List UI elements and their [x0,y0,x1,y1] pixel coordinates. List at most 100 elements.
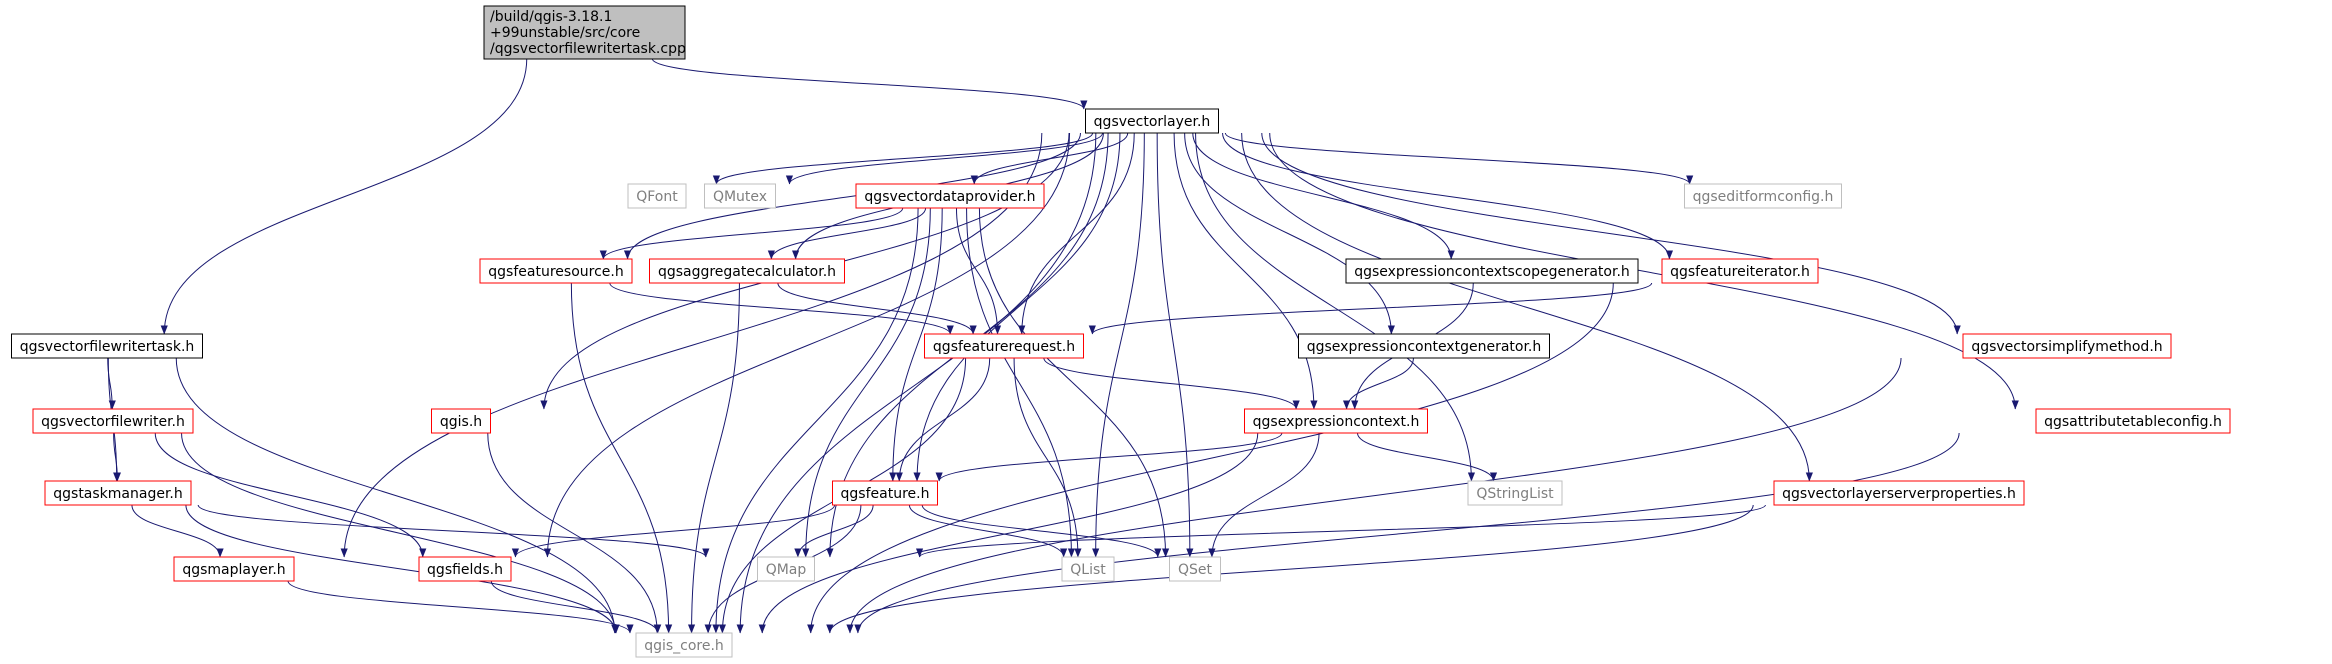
node-qgis-h[interactable]: qgis.h [431,408,491,434]
root-file-path-line-3: /qgsvectorfilewritertask.cpp [490,41,686,57]
node-label: qgsfeaturesource.h [488,264,623,280]
node-box [2035,408,2231,434]
edge-vectordataprovider-h-to-qmap [802,207,931,558]
node-featureiterator-h[interactable]: qgsfeatureiterator.h [1661,258,1819,284]
edge-attributetableconfig-h-to-qgis-core-h [854,432,1960,634]
root-file-path-line-1: /build/qgis-3.18.1 [490,9,612,25]
edge-feature-h-to-qmap [794,504,874,558]
node-label: qgsattributetableconfig.h [2044,414,2222,430]
node-qmutex[interactable]: QMutex [704,183,776,209]
node-label: QStringList [1476,486,1554,502]
node-label: qgis.h [440,414,482,430]
edge-vectorfilewriter-h-to-qgis-core-h [181,432,620,634]
node-label: QMap [766,562,807,578]
node-exprctxscopegen-h[interactable]: qgsexpressioncontextscopegenerator.h [1345,258,1639,284]
node-vectorfilewritertask-h[interactable]: qgsvectorfilewritertask.h [11,333,203,359]
node-label: qgsexpressioncontextscopegenerator.h [1354,264,1630,280]
edge-feature-h-to-qlist [908,504,1068,558]
node-label: qgsvectorlayerserverproperties.h [1782,486,2016,502]
edge-exprctxgen-h-to-expressioncontext-h [1342,357,1414,410]
edge-vectorfilewritertask-h-to-vectorfilewriter-h [107,357,116,410]
edge-aggregatecalculator-h-to-qgis-core-h [687,282,740,634]
edge-expressioncontext-h-to-feature-h [935,432,1283,482]
node-box [1661,258,1819,284]
edge-expressioncontext-h-to-qstringlist [1356,432,1498,482]
node-exprctxgen-h[interactable]: qgsexpressioncontextgenerator.h [1298,333,1550,359]
node-box [44,480,192,506]
node-label: qgstaskmanager.h [53,486,183,502]
node-label: QMutex [713,189,767,205]
edge-vectorlayer-h-to-expressioncontext-h [1173,132,1318,410]
edge-featuresource-h-to-qgis-core-h [570,282,673,634]
node-featuresource-h[interactable]: qgsfeaturesource.h [479,258,633,284]
node-qfont[interactable]: QFont [627,183,687,209]
node-editformconfig-h[interactable]: qgseditformconfig.h [1684,183,1842,209]
edge-feature-h-to-qset [921,504,1162,558]
edge-vectorlayer-h-to-qgis-core-h [736,132,1097,634]
node-qstringlist[interactable]: QStringList [1467,480,1563,506]
node-label: qgsvectorfilewriter.h [41,414,185,430]
edge-vectorfilewriter-h-to-fields-h [154,432,427,558]
node-aggregatecalculator-h[interactable]: qgsaggregatecalculator.h [649,258,845,284]
edge-vectorlayer-h-to-fields-h [543,132,1071,558]
edge-vectordataprovider-h-to-qset [978,207,1170,558]
edge-featurerequest-h-to-expressioncontext-h [1043,357,1300,410]
node-label: qgsfields.h [427,562,503,578]
edge-taskmanager-h-to-qmap [197,504,710,558]
node-label: qgsvectorlayer.h [1094,114,1211,130]
edge-featurerequest-h-to-feature-h [895,357,991,482]
node-box [479,258,633,284]
node-box [855,183,1045,209]
node-label: qgsfeaturerequest.h [933,339,1075,355]
node-box [1345,258,1639,284]
node-label: qgsvectorsimplifymethod.h [1971,339,2162,355]
node-label: qgseditformconfig.h [1693,189,1834,205]
node-box [627,183,687,209]
edge-vectorlayer-h-to-exprctxscopegen-h [1192,132,1455,260]
edge-fields-h-to-qgis-core-h [490,580,662,634]
node-box [418,556,512,582]
node-vectorfilewriter-h[interactable]: qgsvectorfilewriter.h [32,408,194,434]
node-feature-h[interactable]: qgsfeature.h [832,480,938,506]
node-box [1684,183,1842,209]
edge-vectorlayer-h-to-maplayer-h [340,132,1043,558]
node-attributetableconfig-h[interactable]: qgsattributetableconfig.h [2035,408,2231,434]
edge-vectorlayer-h-to-qfont [712,132,1094,185]
node-label: qgsfeature.h [841,486,930,502]
edge-vectorlayer-h-to-vectorsimplifymethod-h [1261,132,1961,335]
edge-featuresource-h-to-featurerequest-h [609,282,954,335]
node-qgis-core-h[interactable]: qgis_core.h [635,632,733,658]
edge-vectorfilewriter-h-to-taskmanager-h [113,432,121,482]
edge-root-to-vectorlayer-h [651,58,1088,110]
edge-feature-h-to-fields-h [511,504,836,558]
node-vectorlayer-h[interactable]: qgsvectorlayer.h [1085,108,1219,134]
node-vectordataprovider-h[interactable]: qgsvectordataprovider.h [855,183,1045,209]
node-featurerequest-h[interactable]: qgsfeaturerequest.h [924,333,1084,359]
edge-featureiterator-h-to-featurerequest-h [1088,282,1653,335]
node-qmap[interactable]: QMap [757,556,815,582]
node-vectorsimplifymethod-h[interactable]: qgsvectorsimplifymethod.h [1962,333,2172,359]
node-label: QFont [636,189,678,205]
node-box [1467,480,1563,506]
node-maplayer-h[interactable]: qgsmaplayer.h [173,556,295,582]
edge-vectorlayer-h-to-exprctxgen-h [1184,132,1395,335]
edge-vectordataprovider-h-to-featuresource-h [599,207,904,260]
node-qlist[interactable]: QList [1061,556,1115,582]
node-fields-h[interactable]: qgsfields.h [418,556,512,582]
edge-vectordataprovider-h-to-qgis-core-h [712,207,919,634]
node-taskmanager-h[interactable]: qgstaskmanager.h [44,480,192,506]
edge-maplayer-h-to-qgis-core-h [287,580,634,634]
node-vlserverprops-h[interactable]: qgsvectorlayerserverproperties.h [1773,480,2025,506]
node-label: qgsvectorfilewritertask.h [20,339,195,355]
edge-vectorlayer-h-to-qset [1156,132,1194,558]
node-qset[interactable]: QSet [1169,556,1221,582]
edge-featurerequest-h-to-qlist [1013,357,1082,558]
node-expressioncontext-h[interactable]: qgsexpressioncontext.h [1244,408,1428,434]
edge-featureiterator-h-to-qgis-core-h [807,282,1614,634]
root-file-node: /build/qgis-3.18.1 +99unstable/src/core … [483,5,686,60]
node-label: qgsfeatureiterator.h [1670,264,1810,280]
node-box [32,408,194,434]
node-box [924,333,1084,359]
node-label: qgsaggregatecalculator.h [658,264,836,280]
